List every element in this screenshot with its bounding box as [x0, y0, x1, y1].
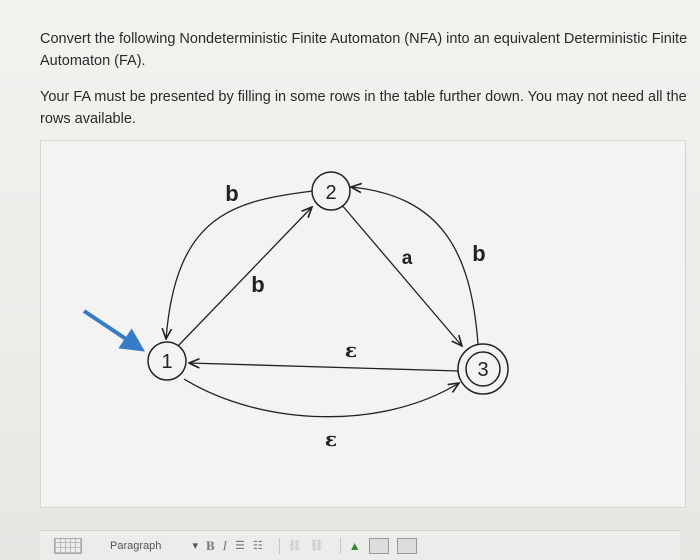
toolbar-divider [339, 537, 341, 554]
media-icon[interactable] [396, 537, 417, 554]
edge-1-2 [177, 207, 312, 347]
label-edge-2-3: a [402, 248, 413, 269]
question-line-2: Your FA must be presented by filling in … [40, 89, 687, 127]
nfa-diagram: 1 2 3 b b a b ε ε [82, 171, 509, 451]
edge-1-3 [183, 378, 459, 418]
chevron-down-icon: ▾ [192, 540, 198, 552]
label-edge-1-2: b [251, 272, 264, 297]
start-arrow [82, 309, 145, 352]
toolbar-divider [278, 537, 280, 554]
table-icon[interactable] [54, 537, 82, 554]
paragraph-format-label: Paragraph [110, 539, 162, 552]
question-text: Convert the following Nondeterministic F… [40, 28, 690, 144]
state-2 [311, 171, 351, 211]
label-edge-1-3: ε [325, 427, 337, 451]
question-line-1: Convert the following Nondeterministic F… [40, 31, 688, 69]
state-3 [465, 351, 501, 387]
bold-button[interactable]: B [206, 537, 215, 553]
nfa-figure: 1 2 3 b b a b ε ε [40, 140, 686, 508]
unlink-icon[interactable]: ⛓ [309, 540, 324, 552]
edge-3-2 [351, 187, 479, 345]
image-icon[interactable] [368, 537, 389, 554]
state-1-label: 1 [161, 351, 172, 373]
insert-icon[interactable]: ▲ [348, 538, 361, 553]
edge-3-1 [189, 363, 460, 372]
link-icon[interactable]: ⛓ [287, 540, 302, 552]
paragraph-format-select[interactable]: Paragraph ▾ [110, 536, 198, 556]
state-2-label: 2 [325, 182, 336, 204]
editor-toolbar: Paragraph ▾ B I ☰ ☷ ⛓ ⛓ ▲ [40, 530, 680, 560]
edge-2-1 [166, 190, 314, 339]
numbered-list-icon[interactable]: ☷ [252, 540, 263, 552]
label-edge-2-1: b [225, 181, 238, 206]
state-3-label: 3 [477, 359, 488, 381]
state-1 [147, 341, 187, 381]
bullet-list-icon[interactable]: ☰ [235, 540, 245, 552]
label-edge-3-2: b [472, 241, 485, 266]
italic-button[interactable]: I [222, 537, 228, 553]
edge-2-3 [340, 203, 462, 346]
label-edge-3-1: ε [345, 338, 357, 362]
